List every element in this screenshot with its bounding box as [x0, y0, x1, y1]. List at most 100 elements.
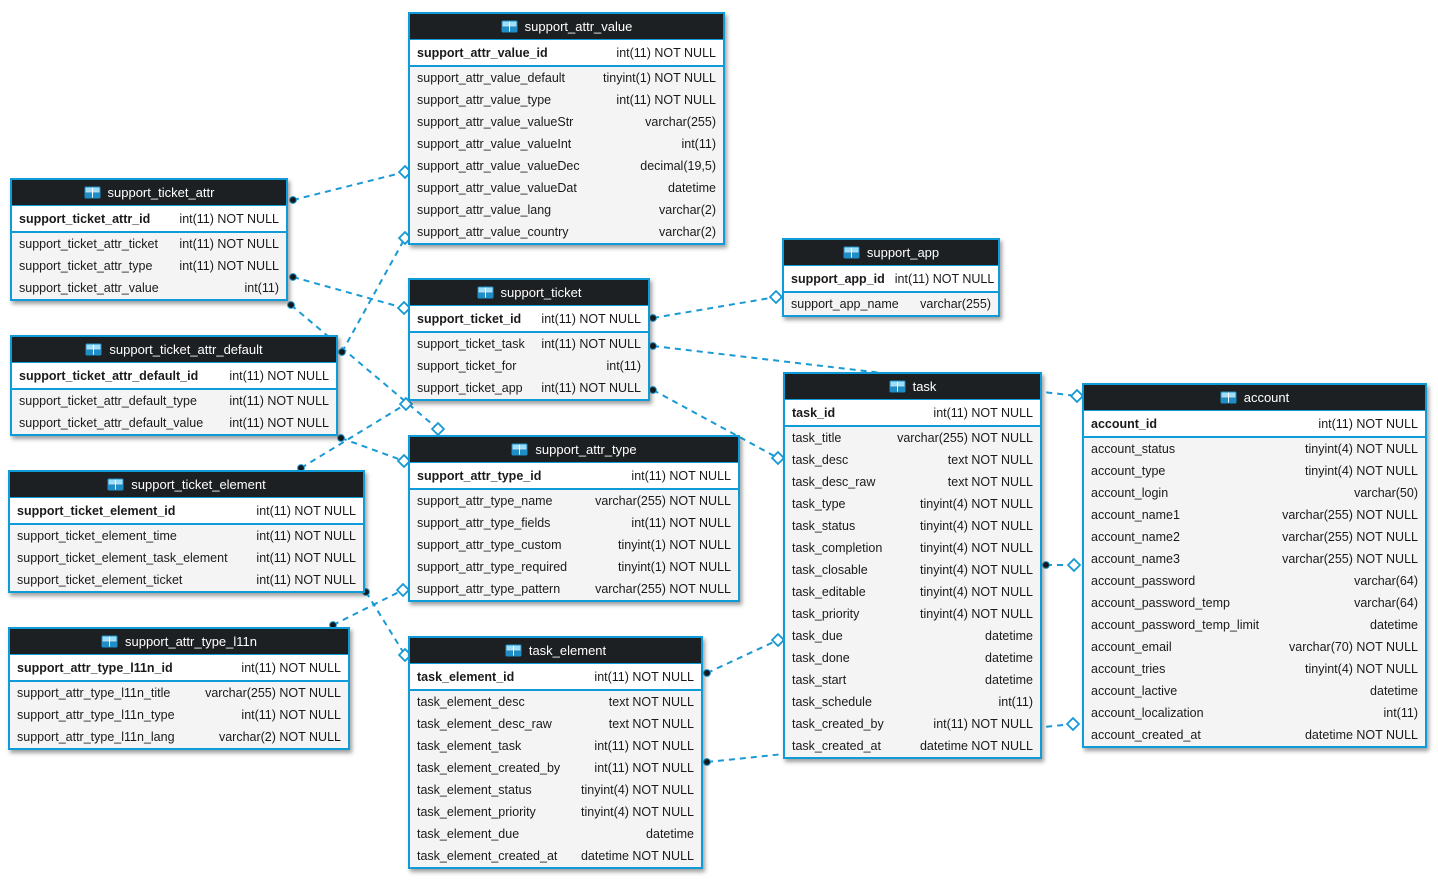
table-title: account [1243, 390, 1290, 405]
table-header[interactable]: support_ticket_attr [12, 180, 286, 206]
relationship-line[interactable] [341, 237, 406, 353]
column-type: int(11) NOT NULL [229, 394, 329, 408]
table-header[interactable]: support_ticket [410, 280, 648, 306]
table-header[interactable]: account [1084, 385, 1425, 411]
column-name: task_desc_raw [792, 475, 876, 489]
relationship-line[interactable] [340, 437, 405, 462]
table-support_ticket_element[interactable]: support_ticket_element support_ticket_ele… [8, 470, 365, 593]
column-type: tinyint(4) NOT NULL [920, 563, 1033, 577]
column-type: int(11) NOT NULL [541, 311, 641, 326]
column-name: task_element_priority [417, 805, 536, 819]
column-type: tinyint(4) NOT NULL [920, 585, 1033, 599]
column-type: int(11) NOT NULL [256, 529, 356, 543]
relationship-line[interactable] [292, 171, 406, 201]
column-type: tinyint(1) NOT NULL [618, 538, 731, 552]
relationship-line[interactable] [300, 403, 407, 469]
column-type: int(11) NOT NULL [631, 468, 731, 483]
relationship-line[interactable] [292, 276, 405, 309]
relationship-task_element-to-task[interactable] [703, 632, 786, 677]
fk-end-dot [289, 273, 297, 281]
referenced-end-diamond [1069, 388, 1085, 404]
column-name: task_title [792, 431, 842, 445]
table-header[interactable]: support_ticket_element [10, 472, 363, 498]
table-icon [477, 286, 494, 299]
column-name: task_created_by [792, 717, 884, 731]
relationship-support_ticket-to-support_app[interactable] [649, 289, 784, 322]
table-header[interactable]: support_attr_type [410, 437, 738, 463]
table-title: support_ticket [500, 285, 582, 300]
relationship-support_ticket-to-task[interactable] [649, 386, 786, 466]
column-name: support_attr_type_name [417, 494, 553, 508]
table-header[interactable]: support_app [784, 240, 998, 266]
column-name: task_element_created_by [417, 761, 561, 775]
relationship-line[interactable] [365, 591, 406, 656]
column-name: support_attr_value_valueDat [417, 181, 577, 195]
referenced-end-diamond [397, 647, 413, 663]
relationship-support_ticket_element-to-task_element[interactable] [362, 588, 413, 663]
column-type: tinyint(4) NOT NULL [581, 783, 694, 797]
relationship-support_ticket_attr-to-support_ticket[interactable] [289, 273, 412, 316]
relationship-support_ticket_attr_default-to-support_attr_type[interactable] [337, 434, 412, 469]
table-title: support_ticket_element [131, 477, 266, 492]
column-name: support_ticket_attr_default_id [19, 368, 199, 383]
column-name: account_password [1091, 574, 1196, 588]
column-type: int(11) NOT NULL [241, 660, 341, 675]
table-header[interactable]: support_attr_type_l11n [10, 629, 348, 655]
column-name: task_completion [792, 541, 883, 555]
column-type: tinyint(4) NOT NULL [920, 541, 1033, 555]
column-name: task_editable [792, 585, 866, 599]
column-type: varchar(255) NOT NULL [1282, 508, 1418, 522]
column-type: int(11) [244, 281, 279, 295]
relationship-support_ticket_attr-to-support_attr_value[interactable] [289, 164, 413, 204]
table-header[interactable]: task [785, 374, 1040, 400]
column-name: support_app_name [791, 297, 899, 311]
table-icon [843, 246, 860, 259]
table-title: support_app [866, 245, 940, 260]
table-support_ticket_attr_default[interactable]: support_ticket_attr_default support_ticke… [10, 335, 338, 436]
column-type: text NOT NULL [947, 475, 1033, 489]
relationship-support_attr_type_l11n-to-support_attr_type[interactable] [329, 582, 411, 629]
relationship-support_ticket_attr-to-support_attr_type[interactable] [287, 301, 446, 437]
table-header[interactable]: support_ticket_attr_default [12, 337, 336, 363]
table-header[interactable]: support_attr_value [410, 14, 723, 40]
relationship-task_element-to-account[interactable] [703, 716, 1081, 766]
relationship-support_ticket_attr_default-to-support_attr_value[interactable] [338, 230, 413, 356]
table-header[interactable]: task_element [410, 638, 701, 664]
relationship-line[interactable] [652, 389, 779, 459]
column-name: account_tries [1091, 662, 1166, 676]
relationship-line[interactable] [652, 296, 777, 319]
column-name: account_status [1091, 442, 1176, 456]
table-support_attr_type_l11n[interactable]: support_attr_type_l11n support_attr_type_… [8, 627, 350, 750]
relationship-task-to-account[interactable] [1042, 557, 1082, 573]
column-name: support_attr_type_l11n_lang [17, 730, 175, 744]
relationship-line[interactable] [706, 639, 779, 674]
relationship-line[interactable] [332, 589, 404, 626]
table-icon [84, 186, 101, 199]
relationship-support_ticket_element-to-support_ticket[interactable] [297, 396, 414, 472]
column-type: tinyint(4) NOT NULL [920, 497, 1033, 511]
